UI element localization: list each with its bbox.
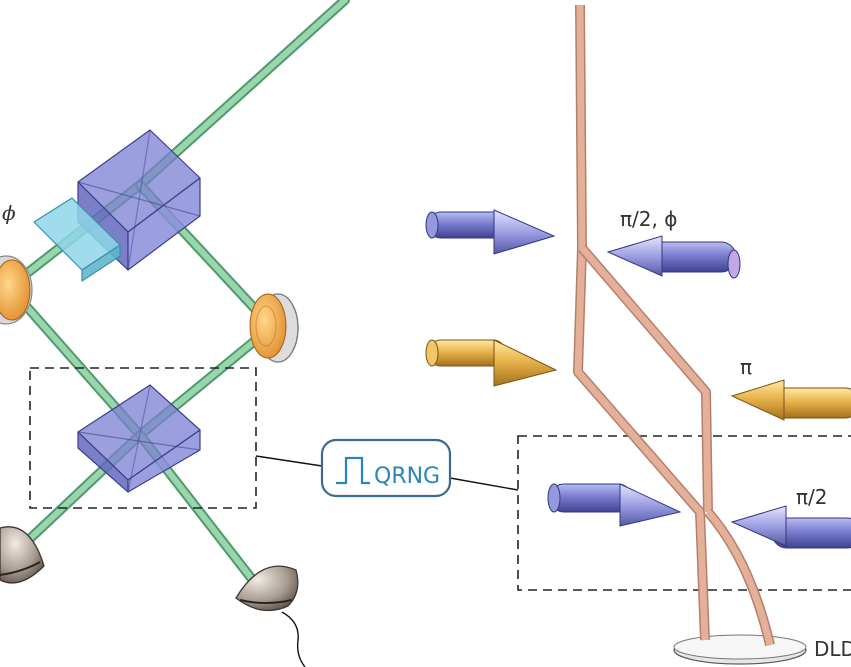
dashed-box-left <box>29 367 257 509</box>
laser-beams <box>7 0 350 597</box>
trajectory-path-c <box>705 509 774 646</box>
pulse-label-pi: π <box>740 355 752 379</box>
pulse-label-bottom: π/2 <box>796 485 828 509</box>
detector-plate-dld <box>673 634 807 665</box>
laser-pulse-arrow-4 <box>730 379 851 421</box>
detector-label: DLD <box>814 637 851 661</box>
photodetector-left <box>0 526 45 584</box>
atom-trajectories <box>573 4 775 647</box>
pulse-label-top: π/2, ϕ <box>620 207 677 231</box>
laser-pulse-arrow-5 <box>547 483 682 527</box>
trajectory-path-b-outline <box>578 244 713 513</box>
detector-cable <box>281 611 306 667</box>
phase-plate <box>33 197 121 282</box>
laser-pulse-arrow-3 <box>425 339 558 387</box>
phase-label-left: ϕ <box>2 201 16 225</box>
beam-splitter-bottom <box>77 384 201 493</box>
square-pulse-icon <box>336 456 370 485</box>
qrng-link-left <box>255 455 323 467</box>
qrng-link-right <box>449 477 519 491</box>
trajectory-path-b <box>579 245 712 513</box>
dashed-box-right <box>517 435 851 591</box>
beam-splitter-top <box>77 129 201 271</box>
mirror-right <box>249 293 299 363</box>
laser-pulse-arrow-2 <box>606 235 741 279</box>
laser-pulse-arrow-1 <box>425 209 556 255</box>
qrng-label: QRNG <box>374 464 440 489</box>
atom-interferometer: π/2, ϕ π π/2 DLD <box>425 4 851 665</box>
optical-interferometer: ϕ <box>0 0 350 667</box>
photodetector-right <box>235 565 306 667</box>
mirror-left <box>0 255 33 325</box>
trajectory-path-a <box>574 4 709 641</box>
qrng-module: QRNG <box>320 438 452 498</box>
laser-pulse-arrow-6 <box>730 505 851 549</box>
